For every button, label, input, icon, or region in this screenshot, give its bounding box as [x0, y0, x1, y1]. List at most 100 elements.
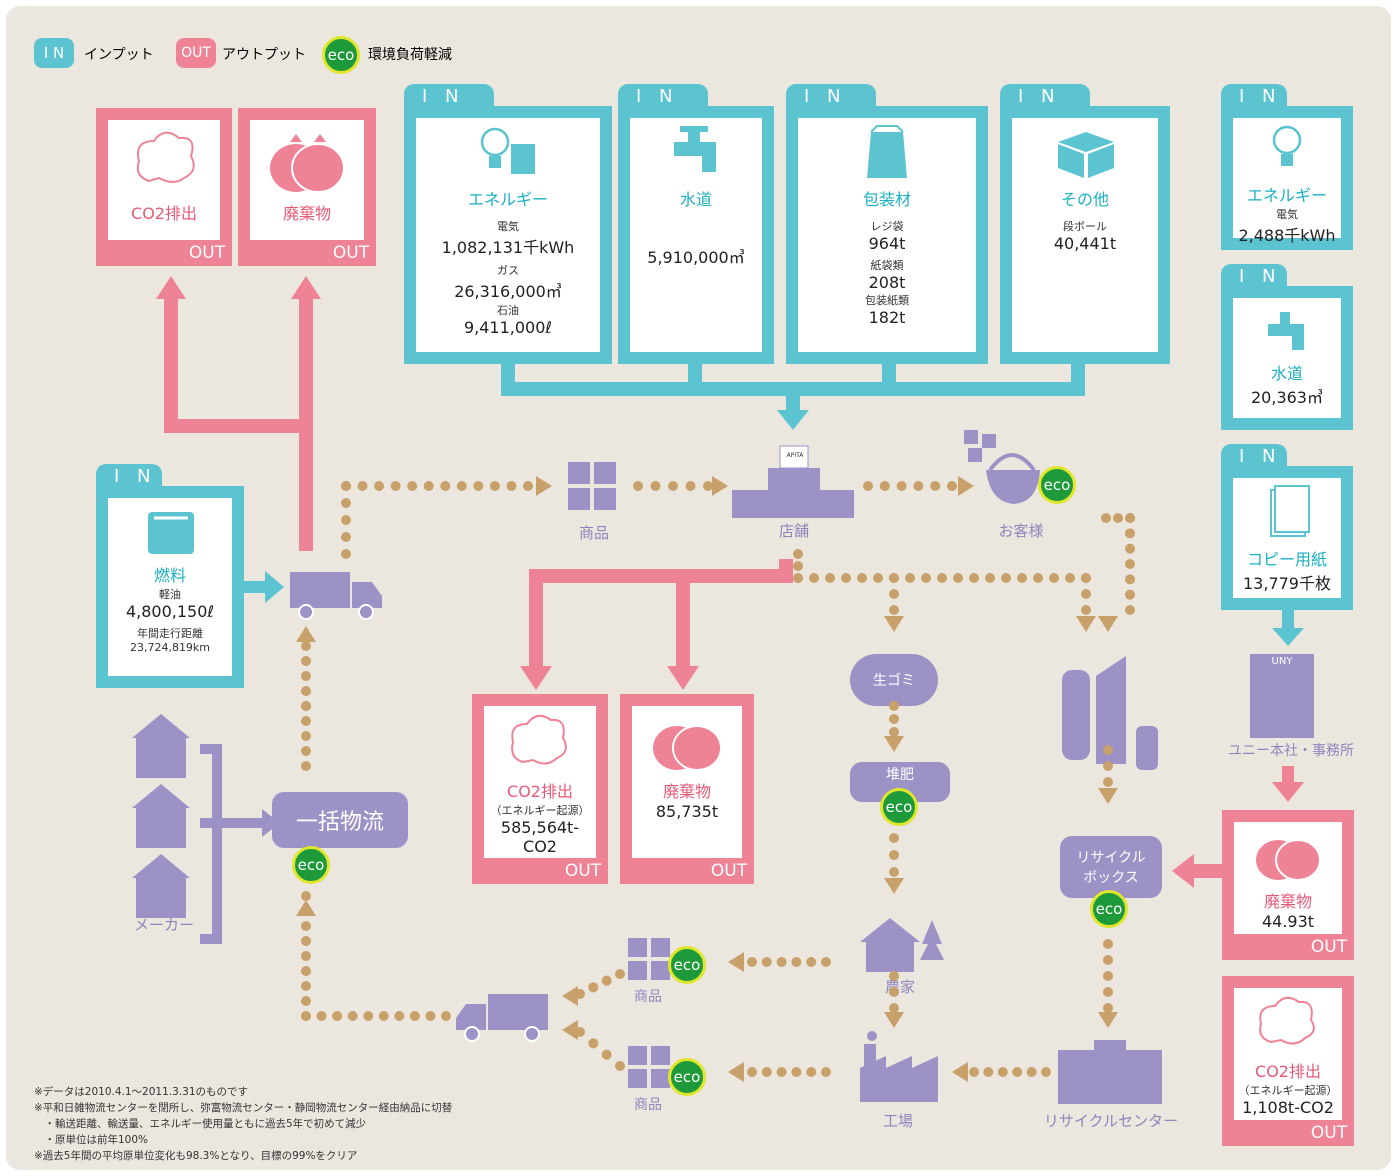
- bulb-icon: [1272, 125, 1302, 166]
- box-value: 40,441t: [1053, 234, 1117, 253]
- product3-eco-badge: eco: [668, 1058, 706, 1096]
- store-label: 店舗: [778, 522, 809, 540]
- paper-label: 紙袋類: [870, 259, 904, 272]
- waste-out-box-top: 廃棄物 OUT: [238, 108, 376, 266]
- out-tag: OUT: [710, 861, 748, 881]
- store-waste-value: 85,735t: [655, 802, 719, 821]
- hq-elec-value: 2,488千kWh: [1238, 226, 1336, 245]
- waste-bag-icon: [653, 725, 722, 771]
- cloud-icon: [511, 714, 567, 765]
- in-tab: I N: [1221, 444, 1287, 468]
- paper-value: 208t: [868, 273, 906, 292]
- co2-label: CO2排出: [131, 204, 197, 223]
- fuel-value: 4,800,150ℓ: [125, 602, 215, 621]
- water-in-box: I N 水道 5,910,000㎥: [618, 84, 774, 364]
- product-boxes-icon: [568, 462, 616, 510]
- fuel-in-box: I N 燃料 軽油 4,800,150ℓ 年間走行距離 23,724,819km: [96, 464, 244, 688]
- bag-label: レジ袋: [870, 220, 904, 233]
- bulk-logistics-node: 一括物流: [272, 792, 408, 848]
- fuel-arrow: [265, 571, 284, 603]
- waste-bag-icon: [1256, 839, 1321, 881]
- store-co2-out-box: CO2排出 （エネルギー起源） 585,564t-CO2 OUT: [472, 694, 608, 884]
- compost-eco-badge: eco: [880, 788, 918, 826]
- recycle-center-icon: [1058, 1040, 1162, 1104]
- faucet-icon: [1268, 312, 1304, 350]
- hq-co2-sub: （エネルギー起源）: [1238, 1084, 1338, 1097]
- elec-label: 電気: [497, 220, 519, 233]
- oil-value: 9,411,000ℓ: [463, 318, 553, 337]
- hq-water-value: 20,363㎥: [1251, 388, 1323, 407]
- waste-label: 廃棄物: [282, 204, 331, 223]
- store-sign: APITA: [786, 452, 804, 459]
- note-4: ・原単位は前年100%: [34, 1134, 149, 1146]
- note-3: ・輸送距離、輸送量、エネルギー使用量ともに過去5年で初めて減少: [34, 1118, 367, 1130]
- diagram-canvas: I N インプット OUT アウトプット eco 環境負荷軽減 CO2排出 OU…: [6, 6, 1391, 1170]
- other-in-box: I N その他 段ボール 40,441t: [1000, 84, 1170, 364]
- product3-label: 商品: [634, 1097, 662, 1113]
- hq-energy-in-box: I N エネルギー 電気 2,488千kWh: [1221, 84, 1353, 250]
- recycle-center-label: リサイクルセンター: [1043, 1112, 1179, 1130]
- customer-label: お客様: [998, 522, 1044, 540]
- pipe-arrow-down: [777, 410, 809, 430]
- paper-stack-icon: [1270, 485, 1310, 537]
- recyclables-icon: [1062, 656, 1158, 770]
- in-tab: I N: [96, 464, 162, 488]
- factory-label: 工場: [882, 1112, 913, 1130]
- legend-in-label: インプット: [84, 47, 154, 63]
- legend-eco-badge: eco: [322, 36, 360, 74]
- wrap-label: 包装紙類: [865, 294, 909, 307]
- legend-out-badge: OUT: [176, 38, 216, 68]
- hq-co2-title: CO2排出: [1255, 1062, 1321, 1081]
- hq-water-in-box: I N 水道 20,363㎥: [1221, 264, 1353, 430]
- farmhouse-icon: [860, 918, 944, 972]
- hq-waste-value: 44.93t: [1261, 912, 1315, 931]
- store-co2-value: 585,564t-CO2: [500, 818, 580, 856]
- box-label: 段ボール: [1063, 220, 1107, 233]
- product-boxes-icon: [628, 1046, 670, 1088]
- distance-label: 年間走行距離: [137, 627, 203, 640]
- hq-building: UNY: [1250, 654, 1314, 738]
- farm-label: 農家: [884, 978, 915, 996]
- legend-eco-label: 環境負荷軽減: [368, 47, 452, 63]
- out-tag: OUT: [332, 243, 370, 263]
- input-pipes: [501, 356, 1085, 416]
- note-1: ※データは2010.4.1～2011.3.31のものです: [34, 1086, 248, 1098]
- in-tab: I N: [786, 84, 876, 108]
- out-tag: OUT: [564, 861, 602, 881]
- waste-bag-icon: [270, 134, 345, 193]
- maker-bracket: [200, 744, 280, 944]
- in-tab: I N: [1221, 84, 1287, 108]
- copy-title: コピー用紙: [1246, 550, 1327, 569]
- hq-waste-title: 廃棄物: [1263, 892, 1312, 911]
- legend: I N インプット OUT アウトプット eco 環境負荷軽減: [34, 36, 494, 74]
- store-waste-out-box: 廃棄物 85,735t OUT: [620, 694, 754, 884]
- maker-label: メーカー: [133, 916, 194, 934]
- product-label: 商品: [578, 524, 609, 542]
- elec-value: 1,082,131千kWh: [441, 238, 575, 257]
- product2-label: 商品: [634, 989, 662, 1005]
- hq-elec-label: 電気: [1276, 208, 1298, 221]
- recycle-box-node: リサイクル ボックス: [1060, 836, 1162, 898]
- product-boxes-icon: [628, 938, 670, 980]
- food-waste-node: 生ゴミ: [850, 654, 938, 706]
- energy-in-box: I N エネルギー 電気 1,082,131千kWh ガス 26,316,000…: [404, 84, 612, 364]
- store-waste-title: 廃棄物: [662, 782, 711, 801]
- in-tab: I N: [1221, 264, 1287, 288]
- hq-sign: UNY: [1271, 656, 1293, 667]
- store-co2-title: CO2排出: [507, 782, 573, 801]
- recycle-box-eco-badge: eco: [1090, 890, 1128, 928]
- shopping-basket-icon: [964, 430, 1040, 504]
- out-tag: OUT: [188, 243, 226, 263]
- note-5: ※過去5年間の平均原単位変化も98.3%となり、目標の99%をクリア: [34, 1150, 358, 1162]
- co2-out-box-top: CO2排出 OUT: [96, 108, 232, 266]
- copy-paper-in-box: I N コピー用紙 13,779千枚: [1221, 444, 1353, 610]
- water-title: 水道: [679, 190, 712, 209]
- out-tag: OUT: [1310, 937, 1348, 957]
- fuel-label: 軽油: [159, 588, 181, 601]
- copy-value: 13,779千枚: [1243, 574, 1331, 593]
- distance-value: 23,724,819km: [129, 641, 211, 654]
- wrap-value: 182t: [868, 308, 906, 327]
- bulb-fuel-icon: [480, 127, 535, 174]
- cardboard-box-icon: [1058, 132, 1114, 178]
- hq-label: ユニー本社・事務所: [1228, 743, 1354, 759]
